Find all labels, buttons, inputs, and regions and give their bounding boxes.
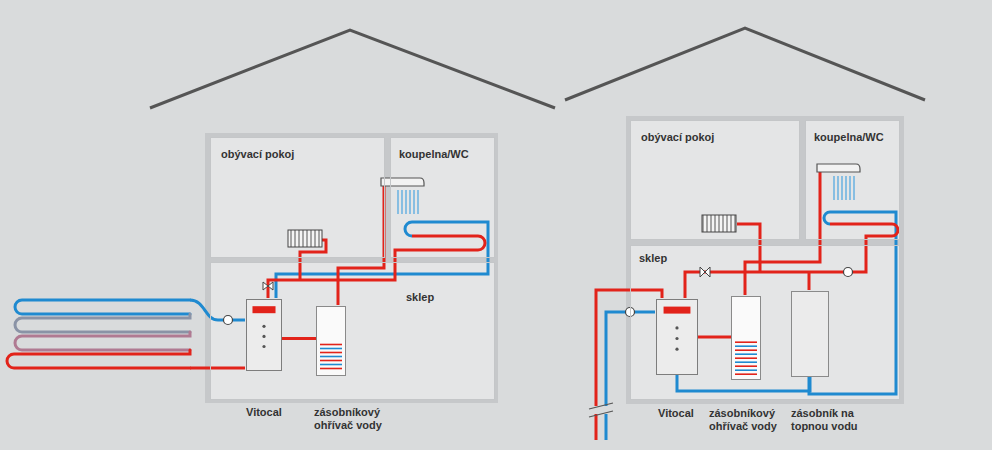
unit-drawing [246,299,282,371]
collector-loop [15,314,190,332]
room-label: koupelna/WC [399,148,469,161]
room-label: koupelna/WC [814,131,884,144]
heating-coil [735,373,757,375]
radiator [288,230,322,247]
heating-coil [320,344,342,346]
store-drawing [791,291,829,377]
pipe-connector [282,337,316,340]
heating-coil [735,349,757,351]
hot-water-pipe [745,170,820,295]
room-fill [210,137,385,258]
heating-coil [735,353,757,355]
pump-symbol [224,316,233,325]
water-drops [398,190,418,214]
tank-body [732,297,761,380]
room-box: obývací pokoj [630,120,800,240]
tank-drawing [316,306,346,376]
brine-return-pipe [190,300,245,320]
room-label: sklep [639,252,667,265]
heating-coil [320,360,342,362]
house-body [205,133,498,403]
buffer-tank-body [792,292,829,377]
component-label: zásobník na topnou vodu [791,407,873,432]
control-dot [675,326,678,329]
heat-pump-body [657,300,698,375]
display [252,306,275,313]
tank-box: zásobníkový ohřívač vody [731,296,761,380]
collector-loop [7,350,190,368]
unit-box: Vitocal [246,299,282,371]
control-dot [262,325,265,328]
heating-coil [735,345,757,347]
room-box: sklepVitocal zásobníkový ohřívač vody [210,262,495,400]
heating-coil [735,369,757,371]
tank-box: zásobníkový ohřívač vody [316,306,346,376]
tank-body [317,307,346,376]
water-drops [834,176,854,200]
tank-drawing [731,296,761,380]
mixing-valve [700,267,710,277]
heat-pump-body [247,300,282,371]
room-fill [210,262,495,400]
heating-coil [735,357,757,359]
room-label: sklep [406,291,434,304]
hot-water-pipe [338,184,384,305]
shower-head [381,178,424,186]
break-gap [590,406,612,414]
unit-box: Vitocal [656,299,698,375]
shower-head [817,164,860,172]
room-label: obývací pokoj [221,148,294,161]
component-label: zásobníkový ohřívač vody [314,406,404,431]
component-label: Vitocal [658,407,708,420]
room-label: obývací pokoj [641,131,714,144]
pipe-connector [698,336,731,339]
storage-pipe [808,272,811,290]
break-mark [589,403,613,417]
brine-flow-pipe [190,367,245,370]
display [664,307,691,314]
heating-coil [735,361,757,363]
roof [150,30,555,108]
heating-coil [735,341,757,343]
control-dot [262,345,265,348]
room-box: koupelna/WC [390,137,495,258]
radiator [702,215,736,232]
room-fill [390,137,495,258]
heating-coil [320,348,342,350]
heating-coil [320,368,342,370]
component-label: zásobníkový ohřívač vody [709,407,783,432]
collector-loop [15,300,190,314]
unit-drawing [656,299,698,375]
heating-coil [735,365,757,367]
collector-loop [15,332,190,350]
ground-collector [7,300,190,368]
borehole-flow-pipe [596,290,662,440]
room-box: sklepVitocal zásobníkový ohřívač vody záso… [630,245,900,400]
return-pipe [276,222,488,298]
house-body [626,116,904,404]
roof [565,28,925,100]
control-dot [675,337,678,340]
room-box: koupelna/WC [805,120,900,240]
heating-coil [320,364,342,366]
room-box: obývací pokoj [210,137,385,258]
control-dot [675,348,678,351]
store-box: zásobník na topnou vodu [791,291,829,377]
heating-coil [320,356,342,358]
pump-symbol [844,268,853,277]
control-dot [262,335,265,338]
heating-coil [320,352,342,354]
room-fill [630,245,900,400]
mixing-valve [263,282,273,290]
component-label: Vitocal [246,406,306,419]
room-fill [630,120,800,240]
radiator-pipe [737,224,760,272]
